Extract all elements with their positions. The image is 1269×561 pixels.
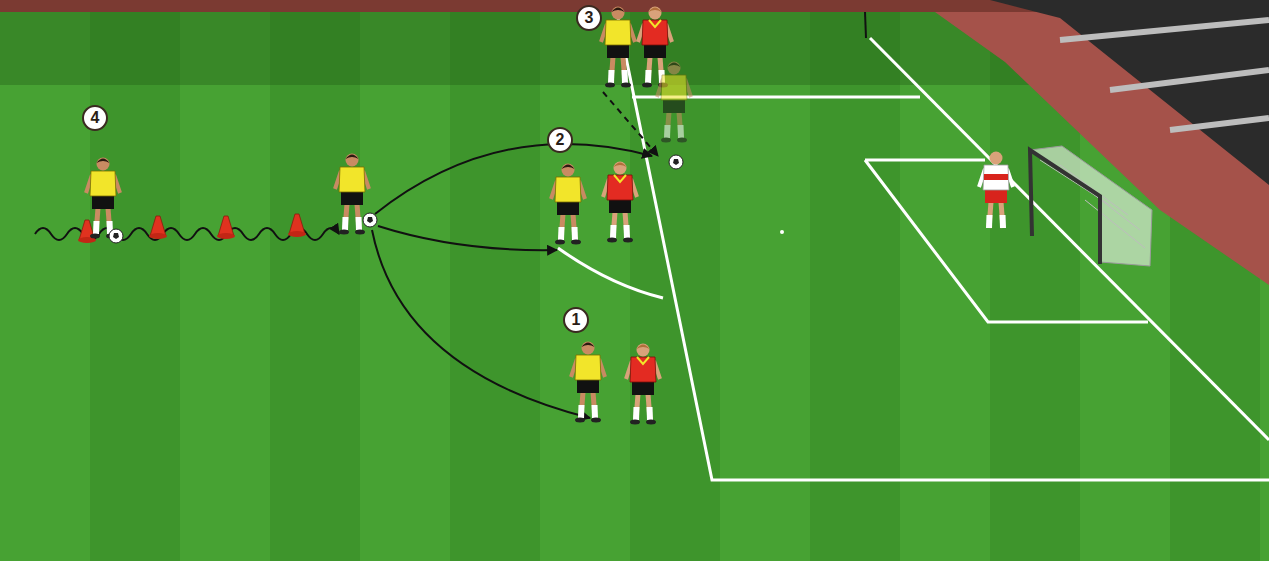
run-position-player (657, 62, 691, 143)
callout-number: 4 (82, 105, 108, 131)
dribbling-player (86, 158, 120, 239)
attacking-player (601, 7, 635, 88)
callout-number: 2 (547, 127, 573, 153)
pass-arrows (372, 92, 658, 418)
corner-flag (865, 12, 866, 38)
cone (288, 214, 306, 237)
pitch-lines (558, 12, 1269, 480)
attacking-player (571, 342, 605, 423)
pass-arrow (378, 226, 557, 250)
goal-frame (1030, 150, 1100, 264)
cone (149, 216, 167, 239)
ball (363, 213, 377, 227)
ball (669, 155, 683, 169)
goal-net (1030, 146, 1152, 266)
penalty-spot (780, 230, 784, 234)
run-arrow (603, 92, 658, 156)
ball (109, 229, 123, 243)
net-mesh (1040, 160, 1145, 248)
defending-player (603, 162, 637, 243)
goalkeeper (979, 152, 1013, 229)
cone (217, 216, 235, 239)
penalty-arc (558, 248, 663, 298)
defending-player (626, 344, 660, 425)
goal-line (870, 38, 1269, 440)
attacking-player (551, 164, 585, 245)
callout-number: 3 (576, 5, 602, 31)
penalty-box (618, 18, 1269, 480)
goal (1030, 146, 1152, 266)
stand-seats (1060, 20, 1269, 130)
callout-number: 1 (563, 307, 589, 333)
pass-arrow (372, 230, 590, 418)
